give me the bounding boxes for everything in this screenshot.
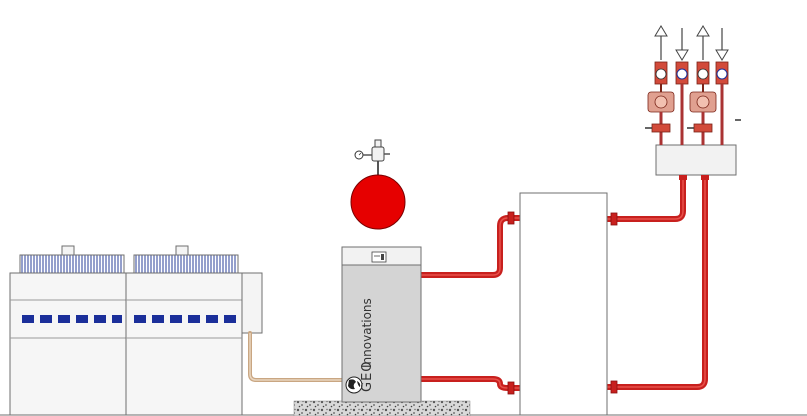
heat-pump-unit: GEO Innovations	[341, 246, 422, 403]
pump-station-1	[645, 61, 689, 145]
arrow-down-icon	[715, 28, 729, 61]
arrow-up-icon	[654, 25, 668, 60]
fan-blade-row	[134, 315, 236, 323]
control-panel-icon	[371, 251, 387, 263]
outdoor-unit-left	[9, 245, 127, 416]
buffer-tank	[519, 192, 608, 416]
brand-line-1: GEO	[360, 360, 375, 392]
fan-blade-row	[22, 315, 122, 323]
pump-icon	[689, 91, 717, 113]
pump-icon	[647, 91, 675, 113]
control-box	[241, 272, 263, 334]
supply-pipe-hp-to-tank	[421, 211, 520, 278]
pump-station-2	[687, 61, 741, 145]
arrow-down-icon	[675, 28, 689, 61]
gravel-base	[293, 400, 471, 416]
arrow-up-icon	[696, 25, 710, 60]
return-pipe-hp-to-tank	[421, 376, 520, 395]
brand-line-2: Innovations	[360, 298, 374, 368]
brine-line	[248, 331, 346, 382]
return-pipe-tank-to-manifold	[607, 176, 708, 394]
pump-manifold	[645, 25, 741, 180]
outdoor-unit-right	[125, 245, 263, 416]
supply-pipe-tank-to-manifold	[607, 176, 686, 226]
expansion-tank	[350, 139, 406, 230]
pressure-relief-valve-icon	[354, 139, 390, 162]
globe-logo-icon	[345, 376, 363, 394]
